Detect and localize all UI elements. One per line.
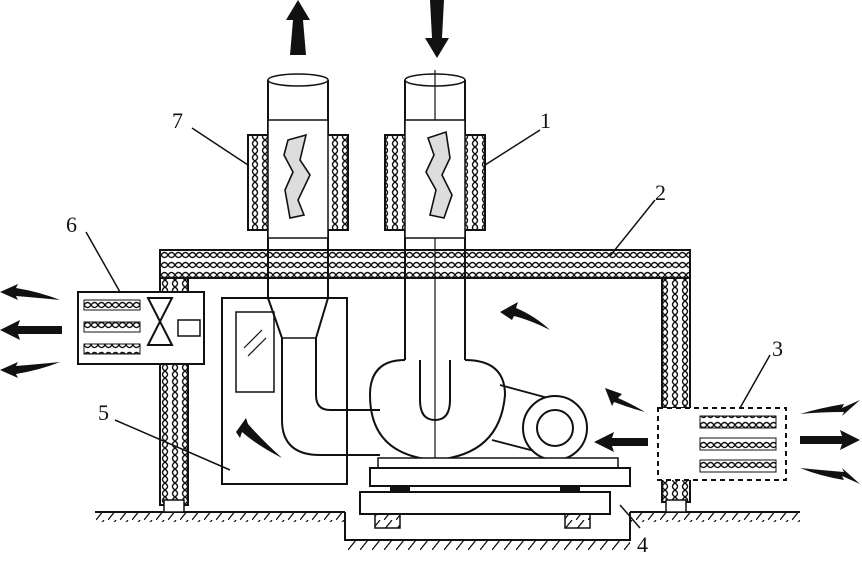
- callout-6: 6: [66, 212, 77, 237]
- callout-3: 3: [772, 336, 783, 361]
- callout-1: 1: [540, 108, 551, 133]
- exhaust-unit: [77, 291, 205, 365]
- leader-lines: [85, 127, 771, 529]
- fan-icon: [368, 359, 507, 462]
- flow-arrow-icon: [0, 284, 860, 484]
- insulated-enclosure: [159, 249, 691, 513]
- filter-box: [221, 297, 348, 485]
- arrow-up-icon: [286, 0, 310, 55]
- callout-4: 4: [637, 532, 648, 557]
- duct-insulation-1: [384, 119, 486, 239]
- damper-icon: [146, 297, 201, 346]
- ground-hatch-icon: [95, 511, 800, 550]
- duct-insulation-7: [247, 119, 349, 239]
- motor-icon: [377, 384, 619, 469]
- base-foundation: [359, 467, 631, 529]
- arrow-down-icon: [425, 0, 449, 58]
- callout-5: 5: [98, 400, 109, 425]
- callout-2: 2: [655, 180, 666, 205]
- callout-7: 7: [172, 108, 183, 133]
- intake-unit: [657, 407, 787, 481]
